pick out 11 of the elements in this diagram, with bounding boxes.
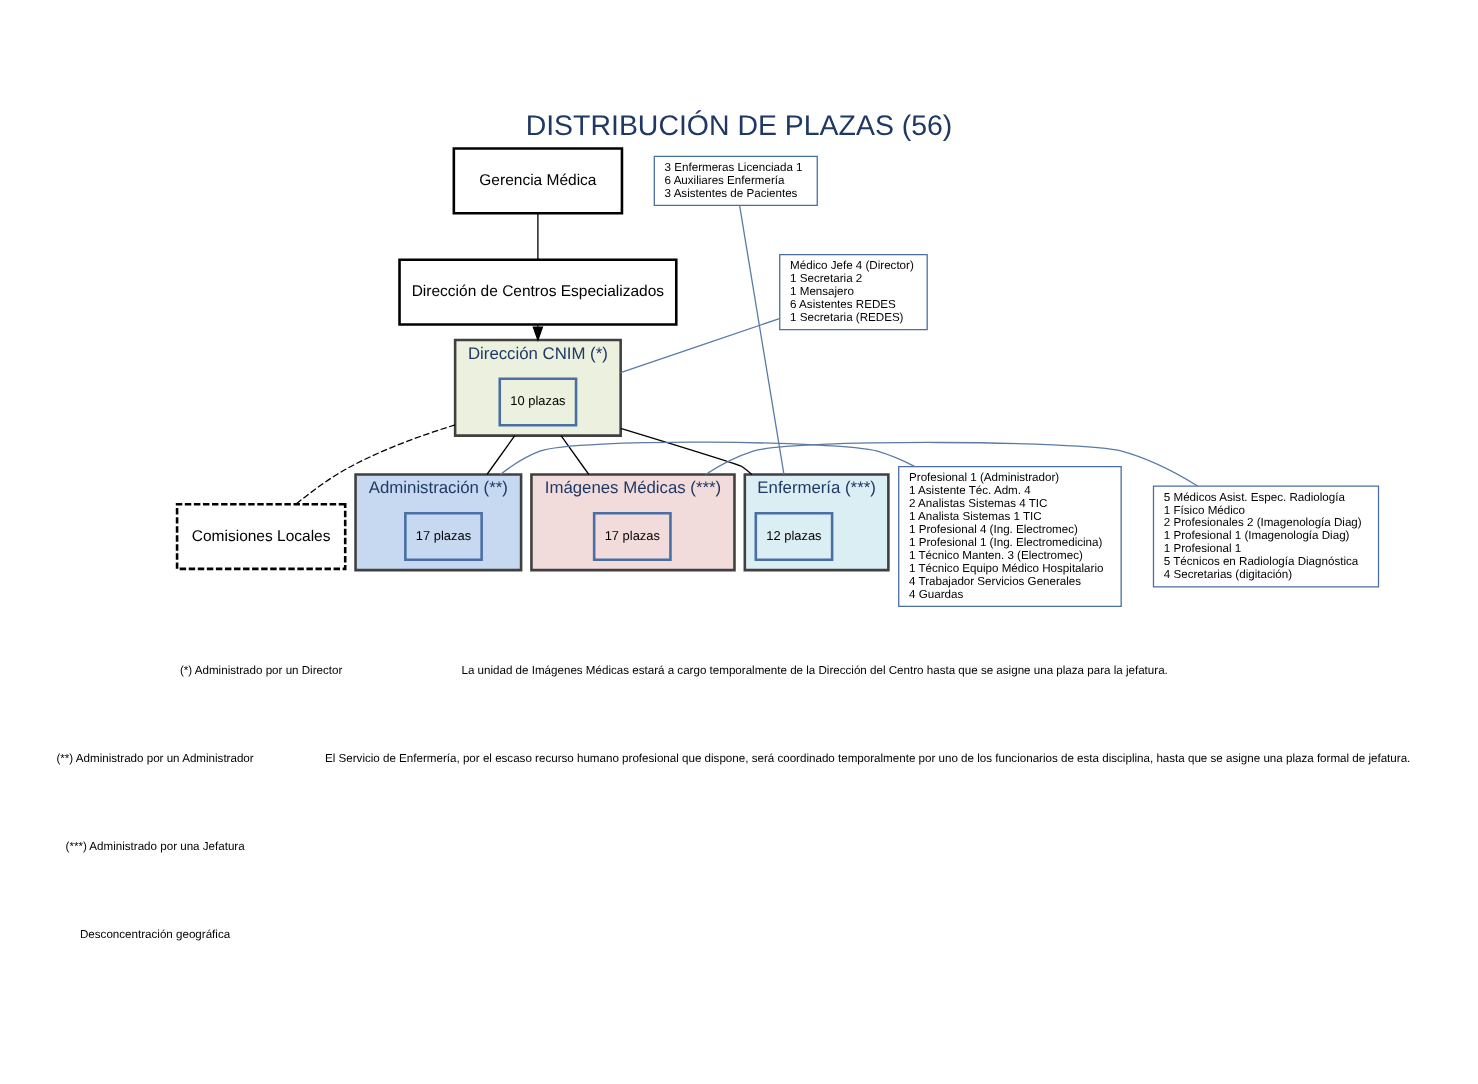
connector — [704, 440, 1199, 486]
arrow — [532, 322, 544, 341]
connector — [560, 434, 590, 475]
connector — [499, 440, 916, 475]
connector — [620, 426, 753, 475]
diagram-title: DISTRIBUCIÓN DE PLAZAS (56) — [525, 110, 953, 143]
connector — [537, 211, 539, 260]
connector — [295, 423, 456, 504]
connector — [486, 434, 516, 475]
connector — [620, 316, 781, 373]
connector — [739, 204, 785, 475]
